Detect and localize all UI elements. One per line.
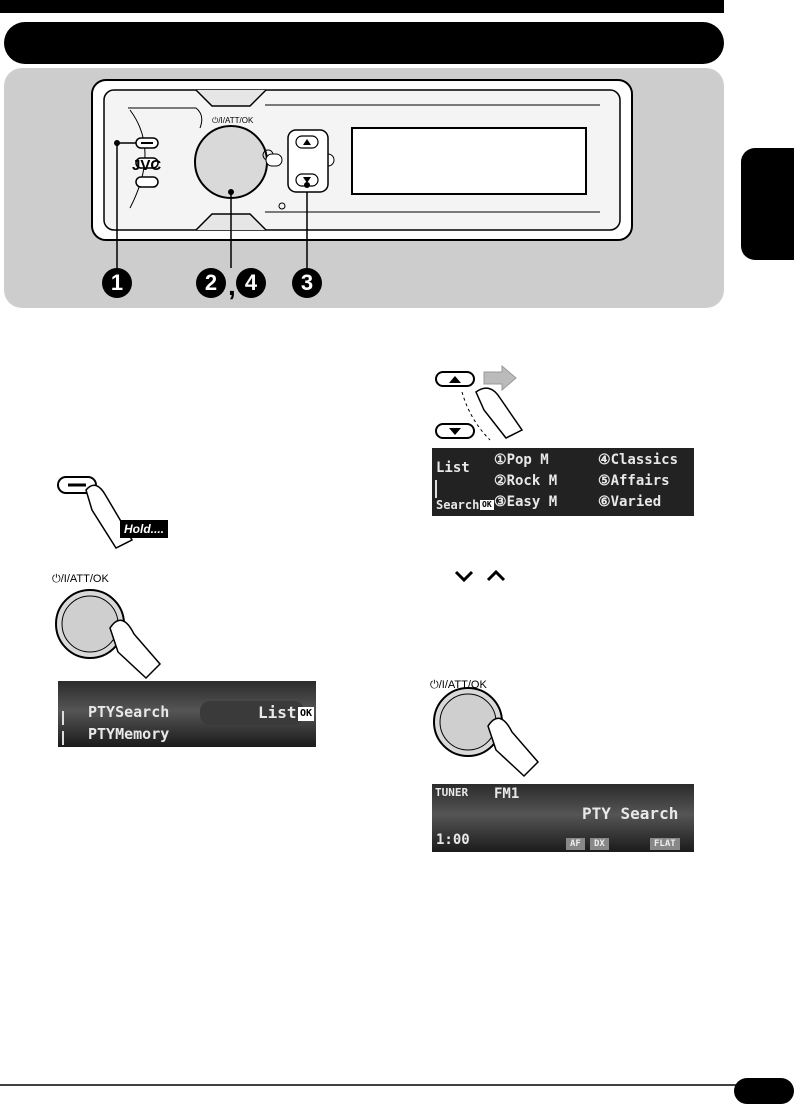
pty-item-2[interactable]: Rock M <box>506 473 558 489</box>
brand-logo: JVC <box>132 157 162 174</box>
af-tag: AF <box>566 838 585 850</box>
ok-indicator: OK <box>298 707 315 721</box>
callout-3: 3 <box>292 268 322 298</box>
callout-2: 2 <box>196 268 226 298</box>
knob-label-step2: ⏻/I/ATT/OK <box>52 573 109 585</box>
title-bar <box>4 22 724 64</box>
tuner-band: FM1 <box>494 786 520 802</box>
pty-num-2: ② <box>494 473 507 489</box>
list-label: List <box>436 460 470 476</box>
pty-num-3: ③ <box>494 494 507 510</box>
knob-label: ⏻/I/ATT/OK <box>212 116 254 125</box>
tuner-message: PTY Search <box>582 804 679 823</box>
left-button-2 <box>135 157 159 169</box>
list-option: List <box>258 703 297 722</box>
callout-4: 4 <box>236 268 266 298</box>
control-knob-dial <box>194 125 268 199</box>
pty-num-1: ① <box>494 452 507 468</box>
pty-item-5[interactable]: Affairs <box>610 473 670 489</box>
callout-comma: , <box>228 270 236 301</box>
knob-label-step4: ⏻/I/ATT/OK <box>430 679 487 691</box>
pty-search-item: PTYSearch <box>88 703 170 721</box>
tuner-source: TUNER <box>435 786 469 799</box>
search-label: Search <box>436 498 480 512</box>
pty-menu-display: PTYSearch PTYMemory List OK <box>58 681 316 747</box>
pty-item-6[interactable]: Varied <box>610 494 662 510</box>
pty-list-display: List Search OK ①Pop M ②Rock M ③Easy M ④C… <box>432 448 694 516</box>
tuner-clock: 1:00 <box>436 832 470 848</box>
pty-num-5: ⑤ <box>598 473 611 489</box>
pty-item-3[interactable]: Easy M <box>506 494 558 510</box>
language-tab <box>741 148 794 260</box>
hold-label: Hold.... <box>120 520 168 538</box>
left-button-3 <box>135 176 159 188</box>
dx-tag: DX <box>590 838 609 850</box>
flat-tag: FLAT <box>650 838 680 850</box>
pty-item-1[interactable]: Pop M <box>506 452 549 468</box>
pty-item-4[interactable]: Classics <box>610 452 678 468</box>
callout-1: 1 <box>102 268 132 298</box>
pty-memory-item: PTYMemory <box>88 725 170 743</box>
top-rule <box>0 0 724 13</box>
pty-num-6: ⑥ <box>598 494 611 510</box>
tuner-display: TUNER FM1 PTY Search 1:00 AF DX FLAT <box>432 784 694 852</box>
pty-num-4: ④ <box>598 452 611 468</box>
list-ok-indicator: OK <box>480 500 494 510</box>
